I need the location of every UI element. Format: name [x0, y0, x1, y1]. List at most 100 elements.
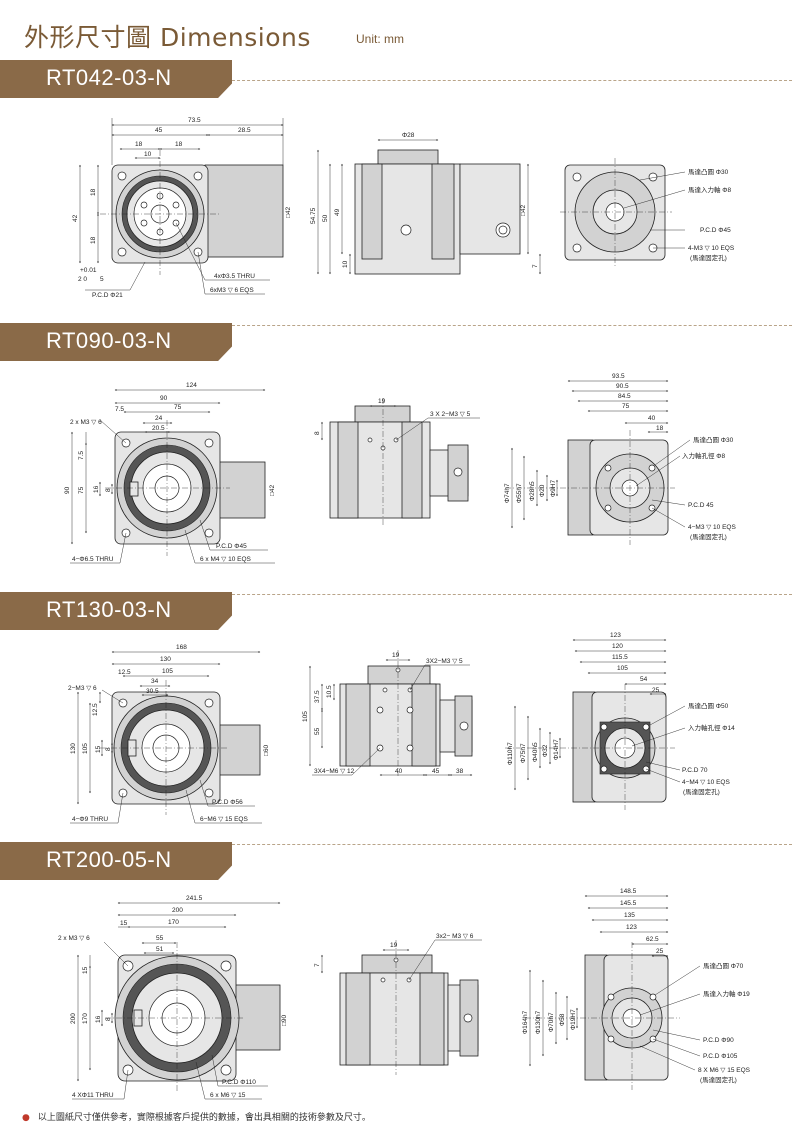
dim-text: 18	[135, 141, 143, 148]
callout: (馬達固定孔)	[683, 787, 720, 796]
rt130-side-view: 19 3X2−M3 ▽ 5 105 37.5 10.5 55 3X4−M6 ▽ …	[302, 650, 473, 776]
dim-text: 40	[648, 415, 656, 422]
section-bar-rt090: RT090-03-N	[0, 323, 232, 361]
rt090-side-view: 19 3 X 2−M3 ▽ 5 8	[314, 398, 480, 525]
callout: (馬達固定孔)	[690, 253, 727, 262]
dim-text: 124	[186, 382, 197, 389]
dim-text: 135	[624, 912, 635, 919]
dim-text: 90.5	[616, 383, 629, 390]
callout: P.C.D 45	[688, 502, 714, 509]
callout-pcd: P.C.D Φ56	[212, 799, 243, 806]
dim-text: 7.5	[115, 406, 124, 413]
section-label: RT130-03-N	[46, 597, 172, 622]
callout-tap: 2−M3 ▽ 6	[68, 685, 97, 692]
dim-text: 115.5	[612, 654, 628, 661]
callout-tap: 3x2− M3 ▽ 6	[436, 933, 474, 940]
callout: (馬達固定孔)	[690, 532, 727, 541]
callout-thru: 4 XΦ11 THRU	[72, 1092, 114, 1099]
dim-text: 18	[90, 236, 97, 244]
dim-text: 54	[640, 676, 648, 683]
dim-text: 15	[95, 745, 102, 753]
rt200-side-view: 19 3x2− M3 ▽ 6 7	[314, 933, 482, 1075]
callout-thru: 4−Φ9 THRU	[72, 816, 108, 823]
dim-text: 75	[174, 404, 182, 411]
dim-text: 90	[64, 486, 71, 494]
callout-tap: 2 x M3 ▽ 6	[70, 419, 102, 426]
dim-text: 75	[622, 403, 630, 410]
dim-text: Φ70h7	[548, 1012, 555, 1032]
dim-text: 15	[82, 966, 89, 974]
dim-text: 16	[93, 485, 100, 493]
dim-text: 10	[342, 260, 349, 268]
dim-text: 75	[78, 486, 85, 494]
dim-text: 49	[334, 208, 341, 216]
dim-text: 25	[652, 687, 660, 694]
callout: 4-M3 ▽ 10 EQS	[688, 245, 735, 252]
dim-text: 5	[100, 276, 104, 283]
section-divider	[232, 844, 792, 845]
callout: P.C.D 70	[682, 767, 708, 774]
callout-eqs: 6 x M6 ▽ 15	[210, 1092, 246, 1099]
dim-text: Φ110h7	[507, 742, 514, 765]
dim-text: 18	[175, 141, 183, 148]
dim-text: 200	[70, 1013, 77, 1024]
dim-text: 84.5	[618, 393, 631, 400]
dim-text: Φ28h5	[529, 481, 536, 501]
section-label: RT090-03-N	[46, 328, 172, 353]
dim-text: 18	[656, 425, 664, 432]
dim-text: Φ28	[402, 132, 415, 139]
dim-text: +0.01	[80, 267, 97, 274]
callout: (馬達固定孔)	[700, 1075, 737, 1084]
dim-text: 120	[612, 643, 623, 650]
dim-text: 55	[156, 935, 164, 942]
dim-text: Φ58	[559, 1013, 566, 1026]
callout: P.C.D Φ45	[700, 227, 731, 234]
dim-text: 170	[82, 1013, 89, 1024]
dim-text: 10	[144, 151, 152, 158]
dim-text: 7.5	[78, 451, 85, 460]
dim-text: Φ32	[542, 744, 549, 757]
dim-text: 51	[156, 946, 164, 953]
dim-text: 148.5	[620, 888, 637, 895]
dim-text: 241.5	[186, 895, 203, 902]
page-title: 外形尺寸圖 Dimensions	[24, 23, 311, 52]
section-label: RT200-05-N	[46, 847, 172, 872]
dim-text: Φ130h7	[535, 1010, 542, 1034]
dim-text: 19	[390, 942, 398, 949]
section-divider	[232, 325, 792, 326]
callout-eqs: 6−M6 ▽ 15 EQS	[200, 816, 248, 823]
rt042-rear-view: 馬達凸圓 Φ30 馬達入力軸 Φ8 P.C.D Φ45 4-M3 ▽ 10 EQ…	[560, 158, 735, 268]
callout: 8 X M6 ▽ 15 EQS	[698, 1067, 751, 1074]
callout: 馬達凸圓 Φ70	[703, 961, 744, 970]
dim-text: 55	[314, 727, 321, 735]
dim-text: 123	[610, 632, 621, 639]
callout: 4−M4 ▽ 10 EQS	[682, 779, 730, 786]
callout-thru: 4−Φ6.5 THRU	[72, 556, 114, 563]
callout-tap: 3X2−M3 ▽ 5	[426, 658, 463, 665]
dim-text: 54.75	[310, 207, 317, 224]
rt042-front-view: 73.5 45 28.5 18 18 10 42 18 18 +0.01 2 0…	[72, 117, 292, 299]
dim-text: 25	[656, 948, 664, 955]
rt090-rear-view: 93.5 90.5 84.5 75 40 18 Φ74h7 Φ55h7 Φ28h…	[504, 373, 736, 545]
dim-text: 105	[82, 743, 89, 754]
callout-pcd: P.C.D Φ110	[222, 1079, 256, 1086]
callout: 馬達凸圓 Φ30	[693, 435, 734, 444]
dim-text: Φ75h7	[520, 743, 527, 763]
dim-text: 90	[160, 395, 168, 402]
dim-text: □42	[269, 484, 276, 496]
dim-text: □60	[263, 744, 270, 756]
dim-text: 40	[395, 768, 403, 775]
unit-label: Unit: mm	[356, 32, 404, 46]
dim-text: 105	[162, 668, 173, 675]
callout: P.C.D Φ105	[703, 1053, 738, 1060]
callout: 4−M3 ▽ 10 EQS	[688, 524, 736, 531]
section-bar-rt042: RT042-03-N	[0, 60, 232, 98]
section-label: RT042-03-N	[46, 65, 172, 90]
dim-text: Φ19H7	[570, 1009, 577, 1030]
dim-text: 12.5	[118, 669, 131, 676]
dim-text: Φ164h7	[522, 1010, 529, 1034]
dim-text: 105	[617, 665, 628, 672]
callout: 馬達凸圓 Φ50	[688, 701, 729, 710]
dim-text: 93.5	[612, 373, 625, 380]
